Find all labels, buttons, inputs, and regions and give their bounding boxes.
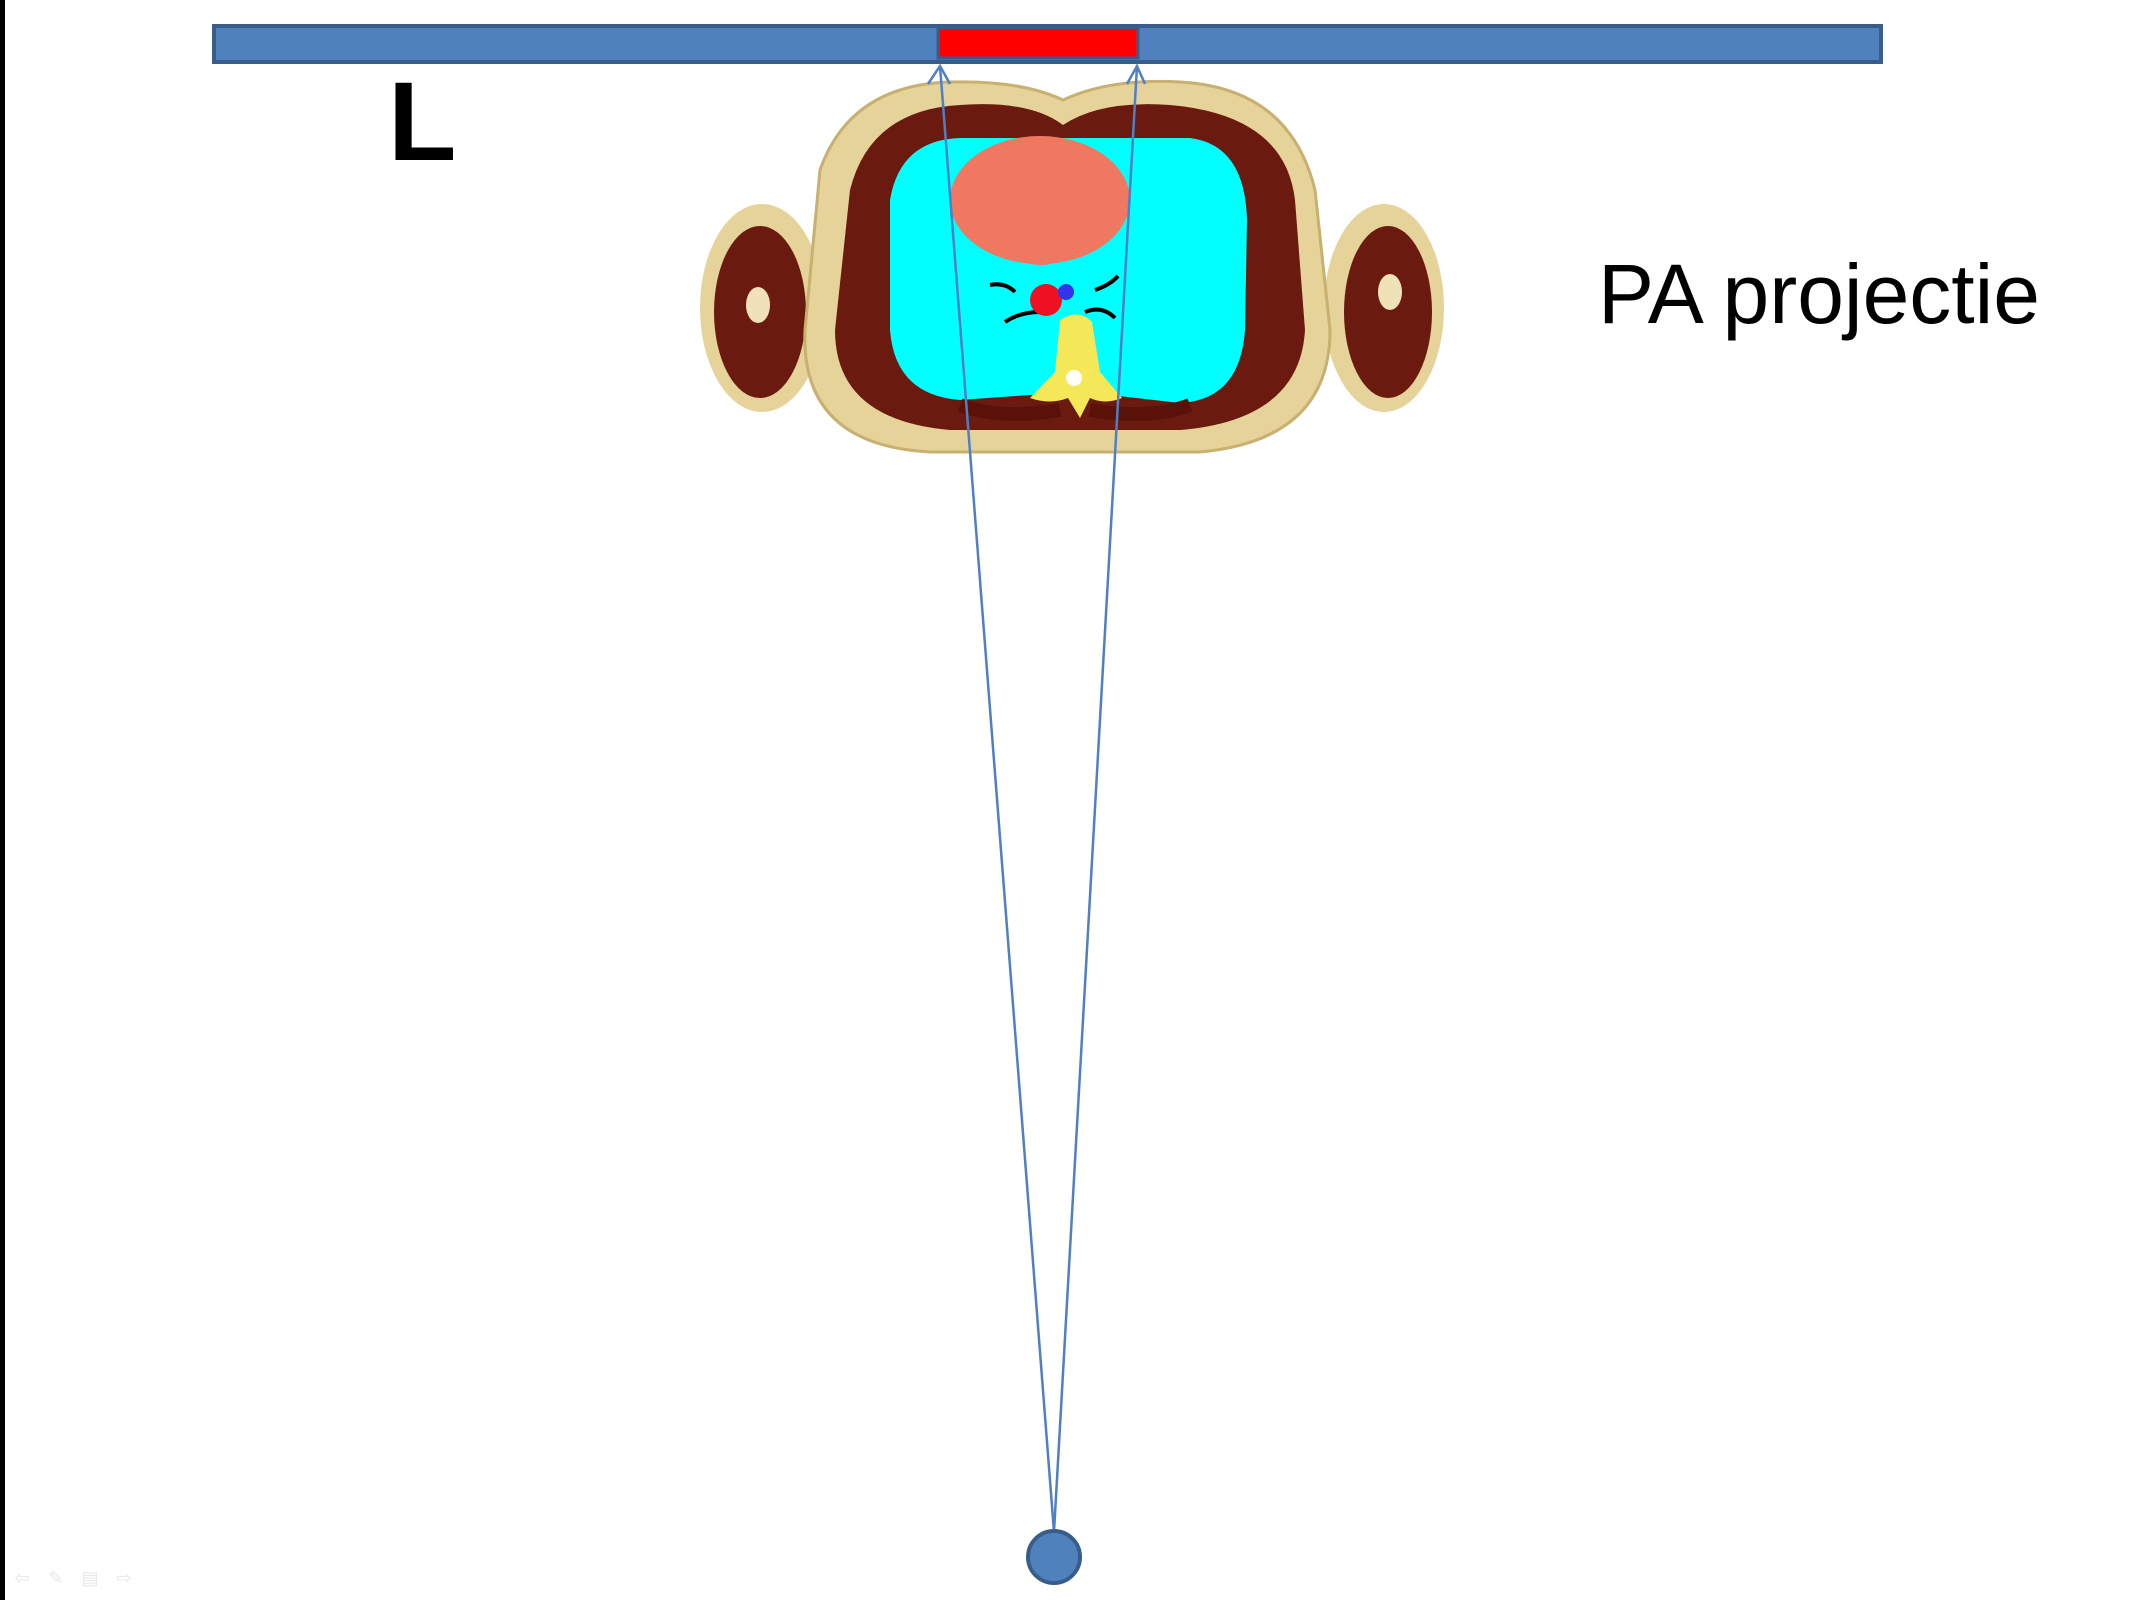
next-arrow-icon[interactable]: ⇨ — [116, 1567, 132, 1588]
spinal-cord — [1066, 370, 1082, 386]
thorax-cross-section-image — [700, 79, 1444, 454]
x-ray-beam — [926, 63, 1147, 1533]
x-ray-source — [1026, 1529, 1082, 1585]
side-marker-label: L — [388, 59, 457, 184]
arrow-head-left — [926, 63, 952, 85]
pen-icon[interactable]: ✎ — [48, 1567, 64, 1588]
heart-shadow-projection — [936, 26, 1140, 60]
aorta — [1030, 284, 1062, 316]
vena — [1058, 284, 1074, 300]
spine — [1030, 314, 1122, 418]
arrow-head-right — [1125, 63, 1147, 85]
window-edge — [0, 0, 5, 1600]
menu-icon[interactable]: ▤ — [81, 1567, 99, 1588]
previous-arrow-icon[interactable]: ⇦ — [14, 1567, 30, 1588]
slideshow-nav: ⇦ ✎ ▤ ⇨ — [12, 1568, 134, 1588]
slide-title: PA projectie — [1598, 247, 2041, 341]
